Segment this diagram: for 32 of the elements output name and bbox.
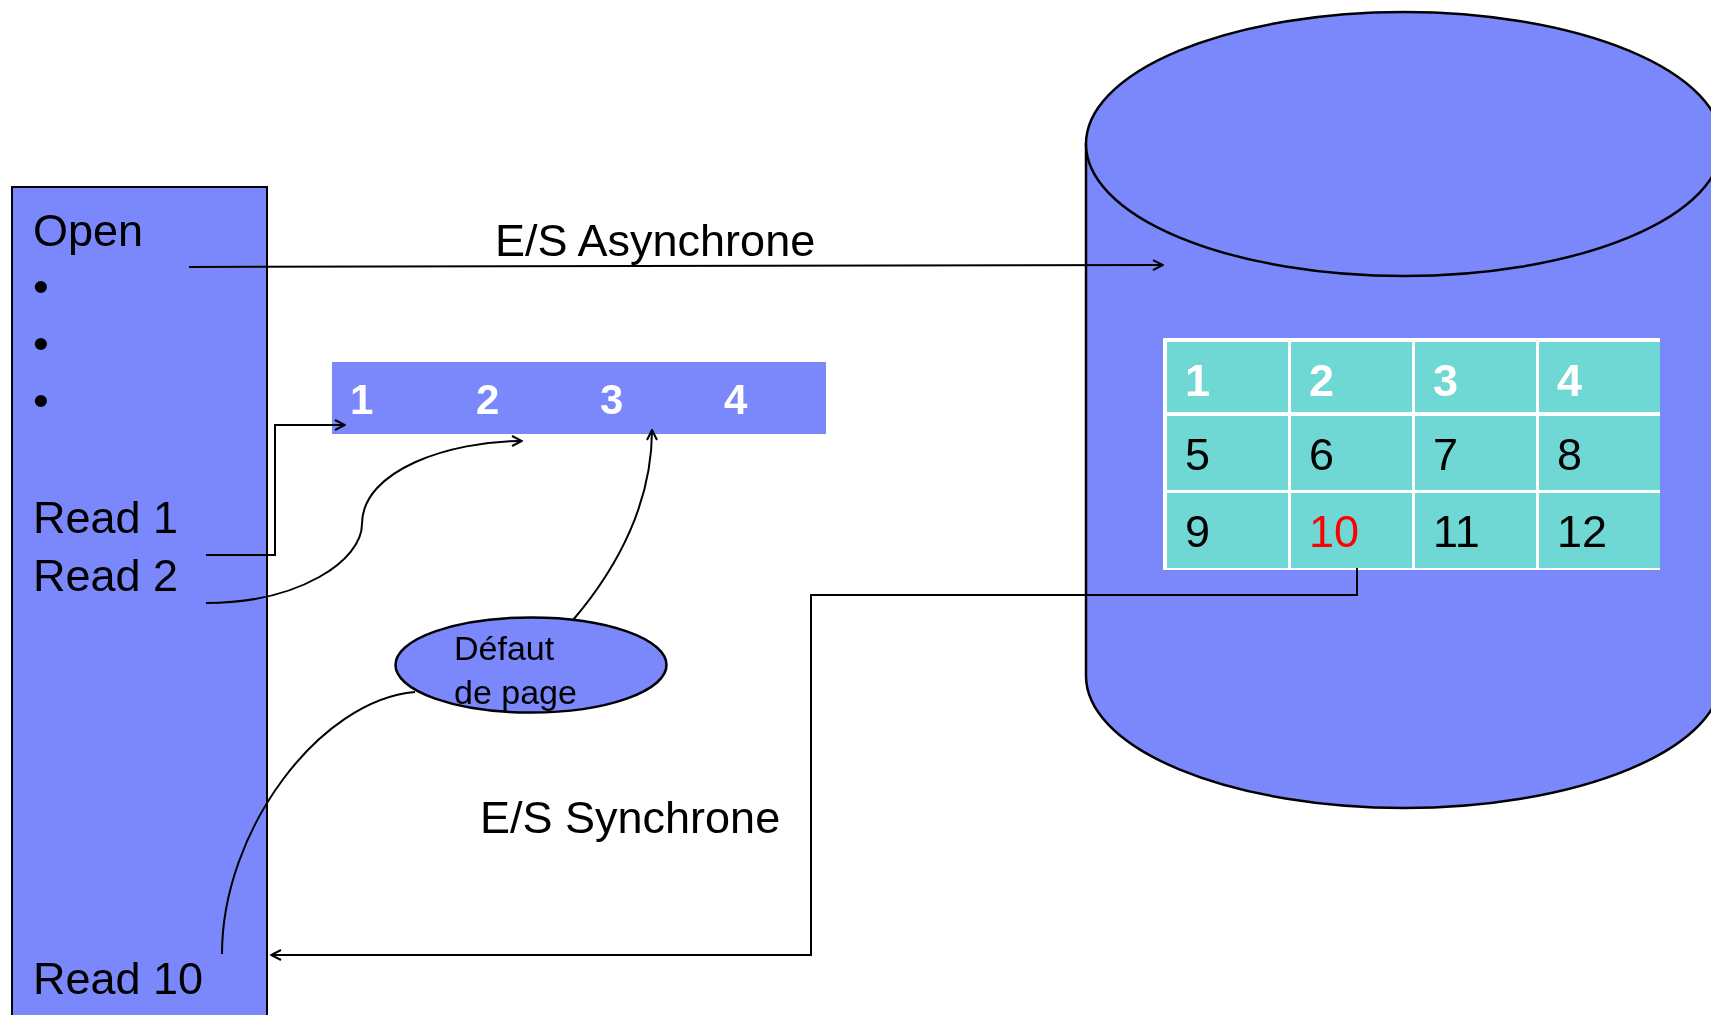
edge-label: E/S Synchrone xyxy=(480,795,781,840)
table-cell: 3 xyxy=(1415,342,1536,412)
table-cell: 12 xyxy=(1539,493,1660,568)
instruction-text: Read 10 xyxy=(33,956,258,1001)
buffer-bar xyxy=(332,362,826,434)
page-fault-ellipse xyxy=(394,616,668,714)
arrow xyxy=(205,435,523,604)
table-cell: 10 xyxy=(1291,493,1412,568)
arrow xyxy=(270,567,1358,961)
connector-line xyxy=(221,691,416,955)
table-cell: 9 xyxy=(1167,493,1288,568)
table-cell: 11 xyxy=(1415,493,1536,568)
table-cell: 8 xyxy=(1539,416,1660,490)
bullet: • xyxy=(33,321,49,366)
arrow xyxy=(205,419,346,556)
instruction-text: Open xyxy=(33,208,144,253)
arrow xyxy=(188,259,1164,271)
table-cell: 5 xyxy=(1167,416,1288,490)
table-cell: 2 xyxy=(1291,342,1412,412)
arrow xyxy=(572,429,658,621)
edge-label: E/S Asynchrone xyxy=(495,218,816,263)
ellipse-label: Défaut de page xyxy=(454,628,578,713)
table-cell: 4 xyxy=(1539,342,1660,412)
table-cell: 1 xyxy=(1167,342,1288,412)
instruction-text: Read 2 xyxy=(33,553,179,598)
table-cell: 7 xyxy=(1415,416,1536,490)
table-cell: 6 xyxy=(1291,416,1412,490)
program-panel xyxy=(11,186,268,1015)
bullet: • xyxy=(33,378,49,423)
bullet: • xyxy=(33,264,49,309)
data-table xyxy=(1163,338,1660,570)
instruction-text: Read 1 xyxy=(33,495,179,540)
